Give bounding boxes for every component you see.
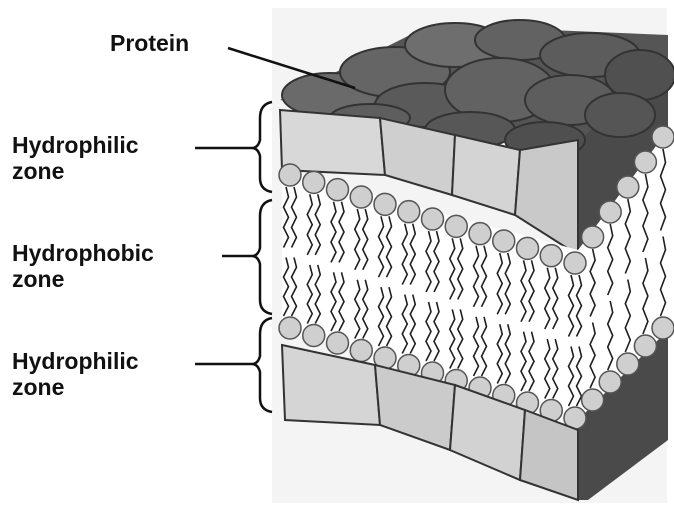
lipid-head <box>327 332 349 354</box>
bracket-upper-hydrophilic <box>195 102 272 192</box>
lower-hydrophilic-line2: zone <box>12 374 139 400</box>
lipid-head <box>652 126 674 148</box>
lipid-head <box>582 389 604 411</box>
lipid-head <box>303 325 325 347</box>
hydrophobic-label: Hydrophobic zone <box>12 240 154 292</box>
lipid-head <box>634 151 656 173</box>
lipid-head <box>398 201 420 223</box>
hydrophobic-line2: zone <box>12 266 154 292</box>
upper-hydrophilic-line1: Hydrophilic <box>12 132 139 158</box>
lipid-head <box>374 193 396 215</box>
lipid-head <box>493 230 515 252</box>
lipid-head <box>350 340 372 362</box>
lipid-head <box>617 176 639 198</box>
bracket-hydrophobic <box>222 200 272 314</box>
lipid-head <box>599 201 621 223</box>
lipid-head <box>422 208 444 230</box>
protein-label-text: Protein <box>110 30 189 56</box>
hydrophobic-line1: Hydrophobic <box>12 240 154 266</box>
lower-hydrophilic-line1: Hydrophilic <box>12 348 139 374</box>
upper-hydrophilic-label: Hydrophilic zone <box>12 132 139 184</box>
lipid-head <box>652 317 674 339</box>
protein-label: Protein <box>110 30 189 56</box>
lipid-head <box>634 335 656 357</box>
lipid-head <box>617 353 639 375</box>
lipid-head <box>540 245 562 267</box>
lipid-head <box>279 317 301 339</box>
lipid-head <box>327 179 349 201</box>
lipid-head <box>517 237 539 259</box>
lower-hydrophilic-label: Hydrophilic zone <box>12 348 139 400</box>
lipid-head <box>564 252 586 274</box>
upper-hydrophilic-line2: zone <box>12 158 139 184</box>
lipid-head <box>350 186 372 208</box>
lipid-head <box>445 215 467 237</box>
lipid-head <box>582 226 604 248</box>
lipid-head <box>469 223 491 245</box>
lipid-head <box>599 371 621 393</box>
lipid-head <box>303 171 325 193</box>
bracket-lower-hydrophilic <box>195 318 272 412</box>
lipid-head <box>279 164 301 186</box>
